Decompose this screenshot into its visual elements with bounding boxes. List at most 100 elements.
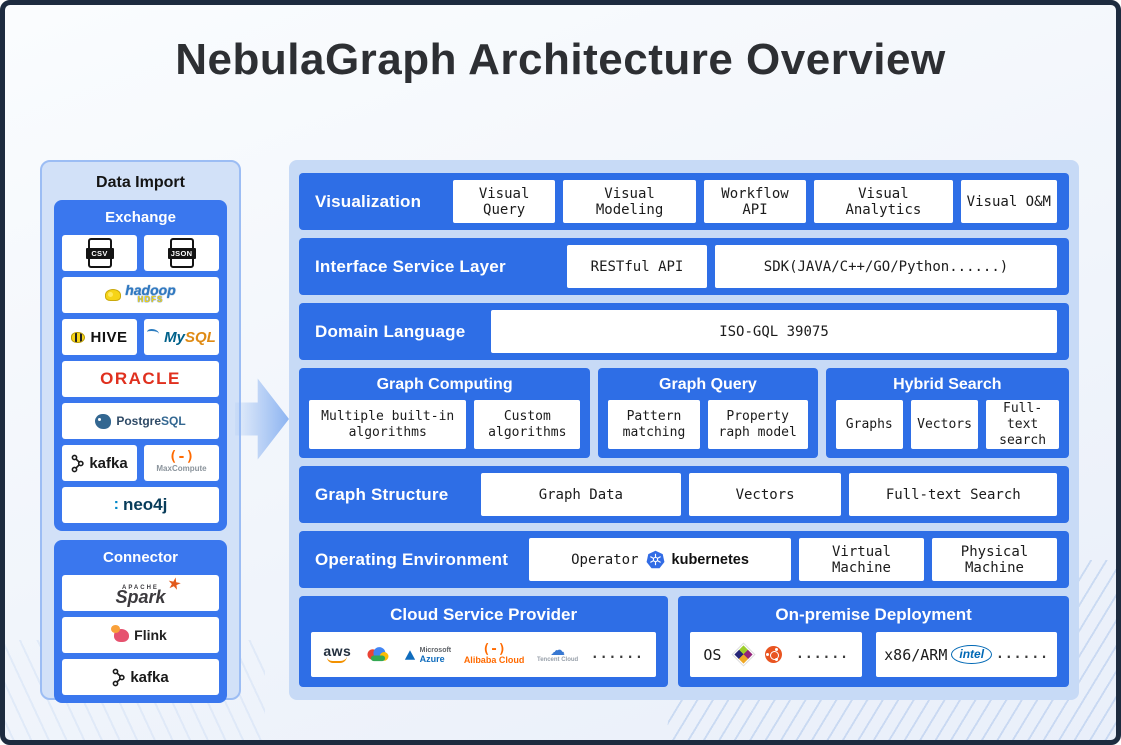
pattern-matching-box: Pattern matching: [608, 400, 700, 449]
json-file-icon: JSON: [167, 238, 196, 268]
arch-ellipsis: ......: [996, 647, 1049, 662]
hdfs-label: HDFS: [137, 295, 164, 304]
vectors-box: Vectors: [910, 400, 979, 449]
flow-arrow-icon: [235, 378, 289, 460]
visual-query-box: Visual Query: [453, 180, 556, 223]
graph-computing-group: Graph Computing Multiple built-in algori…: [299, 368, 591, 458]
cloud-ellipsis: ......: [590, 647, 644, 662]
hybrid-search-label: Hybrid Search: [893, 376, 1002, 393]
mysql-label-my: My: [164, 328, 185, 346]
custom-algorithms-box: Custom algorithms: [474, 400, 581, 449]
visual-om-box: Visual O&M: [960, 180, 1057, 223]
alibaba-cloud-logo: (-) Alibaba Cloud: [463, 641, 525, 665]
aws-smile-icon: [327, 656, 348, 663]
exchange-title: Exchange: [105, 209, 176, 226]
postgresql-label-a: Postgre: [116, 414, 161, 428]
kafka-logo: kafka: [62, 445, 137, 481]
flink-label: Flink: [134, 627, 167, 643]
cloud-logos-strip: aws Microsoft Azure (-): [311, 632, 657, 677]
domain-language-label: Domain Language: [315, 321, 466, 341]
deployment-row: Cloud Service Provider aws Microsoft: [299, 596, 1069, 687]
kafka-label: kafka: [130, 668, 169, 686]
postgresql-elephant-icon: [95, 413, 112, 429]
aws-logo: aws: [323, 644, 351, 663]
csv-logo: CSV: [62, 235, 137, 271]
mysql-label-sql: SQL: [185, 328, 216, 346]
domain-language-row: Domain Language ISO-GQL 39075: [299, 303, 1069, 360]
graph-query-label: Graph Query: [659, 376, 757, 393]
kubernetes-icon: [646, 550, 664, 569]
hive-label: HIVE: [90, 328, 128, 346]
hadoop-label: hadoop: [125, 282, 176, 298]
fulltext-search-structure-box: Full-text Search: [849, 473, 1057, 516]
visual-modeling-box: Visual Modeling: [563, 180, 696, 223]
graph-query-group: Graph Query Pattern matching Property ra…: [598, 368, 818, 458]
tencent-cloud-icon: ☁: [550, 642, 566, 659]
interface-service-layer-label: Interface Service Layer: [315, 256, 506, 276]
maxcompute-logo: (-) MaxCompute: [144, 445, 219, 481]
kafka-label: kafka: [89, 454, 128, 472]
physical-machine-box: Physical Machine: [932, 538, 1057, 581]
visualization-label: Visualization: [315, 191, 422, 211]
graph-structure-row: Graph Structure Graph Data Vectors Full-…: [299, 466, 1069, 523]
data-import-title: Data Import: [96, 174, 185, 191]
property-graph-model-box: Property raph model: [707, 400, 808, 449]
x86-arm-label: x86/ARM: [884, 645, 948, 664]
os-ellipsis: ......: [796, 647, 850, 662]
operating-environment-label: Operating Environment: [315, 549, 509, 569]
vectors-structure-box: Vectors: [688, 473, 842, 516]
operator-label: Operator: [571, 551, 639, 568]
spark-logo: APACHE Spark ★: [62, 575, 219, 611]
postgresql-label-b: SQL: [161, 414, 186, 428]
kafka-icon: [112, 668, 126, 686]
onpremise-deployment-label: On-premise Deployment: [775, 605, 972, 624]
graph-structure-label: Graph Structure: [315, 484, 449, 504]
sdk-box: SDK(JAVA/C++/GO/Python......): [715, 245, 1057, 288]
ubuntu-icon: [764, 646, 782, 663]
oracle-label: ORACLE: [100, 369, 181, 388]
neo4j-dots-icon: :: [113, 496, 119, 513]
operator-kubernetes-box: Operator kubernetes: [529, 538, 791, 581]
onpremise-deployment-group: On-premise Deployment OS ...... x86/ARM …: [678, 596, 1069, 687]
hybrid-search-group: Hybrid Search Graphs Vectors Full-text s…: [825, 368, 1069, 458]
maxcompute-icon: (-): [168, 449, 195, 465]
virtual-machine-box: Virtual Machine: [799, 538, 924, 581]
connector-title: Connector: [103, 549, 178, 566]
kafka-icon: [71, 454, 85, 472]
centos-icon: [731, 642, 756, 667]
google-cloud-icon: [367, 647, 389, 662]
visual-analytics-box: Visual Analytics: [814, 180, 953, 223]
apache-label: APACHE: [122, 585, 159, 591]
fulltext-search-box: Full-text search: [986, 400, 1060, 449]
postgresql-logo: PostgreSQL: [62, 403, 219, 439]
azure-triangle-icon: [404, 649, 415, 660]
builtin-algorithms-box: Multiple built-in algorithms: [309, 400, 467, 449]
json-logo: JSON: [144, 235, 219, 271]
hive-bee-icon: [71, 331, 86, 343]
mysql-logo: MySQL: [144, 319, 219, 355]
visualization-row: Visualization Visual Query Visual Modeli…: [299, 173, 1069, 230]
connector-section: Connector APACHE Spark ★ Flink: [54, 540, 227, 703]
graph-data-box: Graph Data: [481, 473, 681, 516]
engine-groups-row: Graph Computing Multiple built-in algori…: [299, 368, 1069, 458]
neo4j-logo: : neo4j: [62, 487, 219, 523]
os-label: OS: [703, 645, 722, 664]
oracle-logo: ORACLE: [62, 361, 219, 397]
kubernetes-label: kubernetes: [671, 551, 749, 568]
spark-star-icon: ★: [165, 575, 184, 595]
cloud-service-provider-label: Cloud Service Provider: [390, 605, 578, 624]
interface-service-layer-row: Interface Service Layer RESTful API SDK(…: [299, 238, 1069, 295]
intel-logo: intel: [951, 645, 993, 664]
workflow-api-box: Workflow API: [703, 180, 807, 223]
iso-gql-box: ISO-GQL 39075: [491, 310, 1057, 353]
restful-api-box: RESTful API: [567, 245, 707, 288]
azure-logo: Microsoft Azure: [404, 647, 451, 663]
neo4j-label: neo4j: [122, 495, 168, 514]
hive-logo: HIVE: [62, 319, 137, 355]
mysql-dolphin-icon: [147, 329, 160, 337]
exchange-section: Exchange CSV JSON hadoop HDFS: [54, 200, 227, 531]
graph-computing-label: Graph Computing: [376, 376, 513, 393]
maxcompute-label: MaxCompute: [156, 464, 207, 473]
kafka-connector-logo: kafka: [62, 659, 219, 695]
